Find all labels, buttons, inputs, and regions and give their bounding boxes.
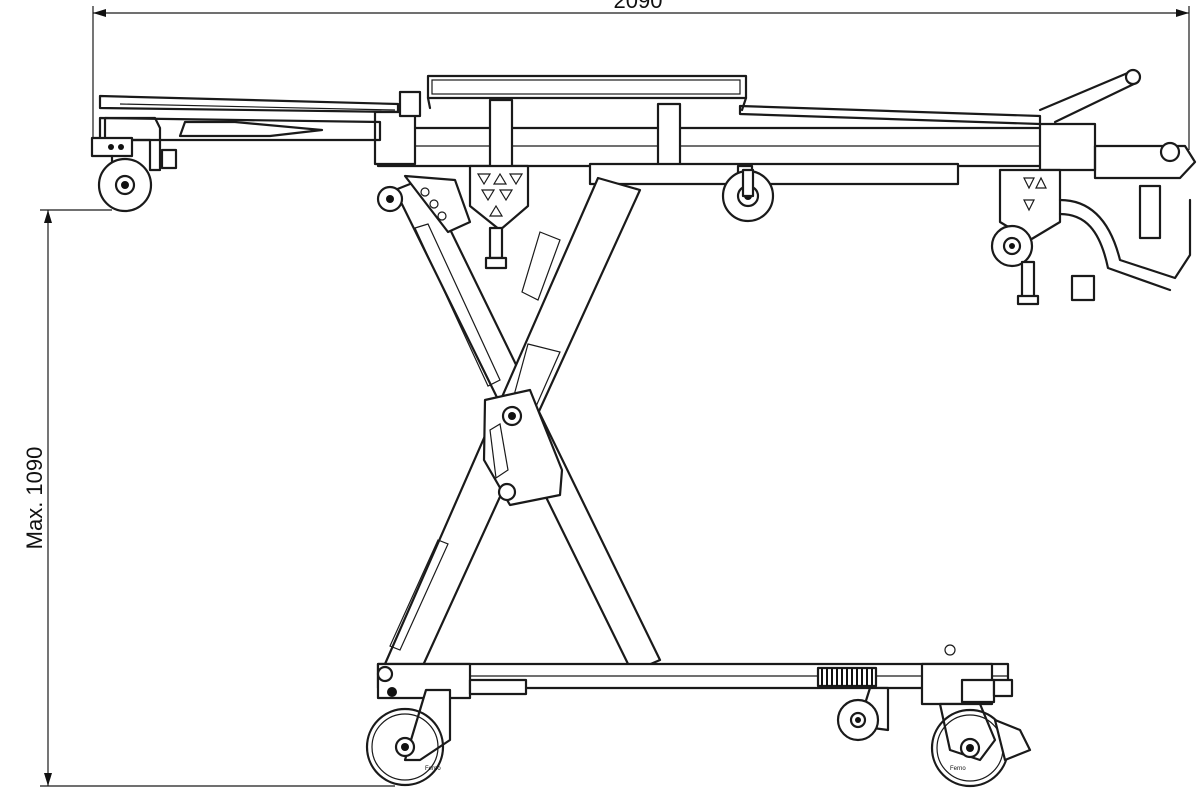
foot-caster-upper [90, 116, 178, 213]
lower-middle-caster [836, 686, 890, 742]
right-wheel-brand: Ferno [950, 766, 966, 772]
height-dimension: Max. 1090 [22, 209, 395, 787]
upper-frame [98, 68, 1197, 186]
lower-left-caster: Ferno [365, 688, 452, 787]
width-dimension-label: 2090 [614, 0, 663, 13]
front-bracket [468, 164, 530, 270]
left-wheel-brand: Ferno [425, 766, 441, 772]
scissor-legs [376, 174, 662, 674]
middle-caster-upper [721, 164, 775, 223]
lower-base-frame [376, 644, 1014, 706]
height-dimension-label: Max. 1090 [22, 447, 47, 550]
head-end-mechanism [990, 168, 1192, 306]
lower-right-caster: Ferno [930, 702, 1032, 788]
width-dimension: 2090 [92, 0, 1190, 150]
